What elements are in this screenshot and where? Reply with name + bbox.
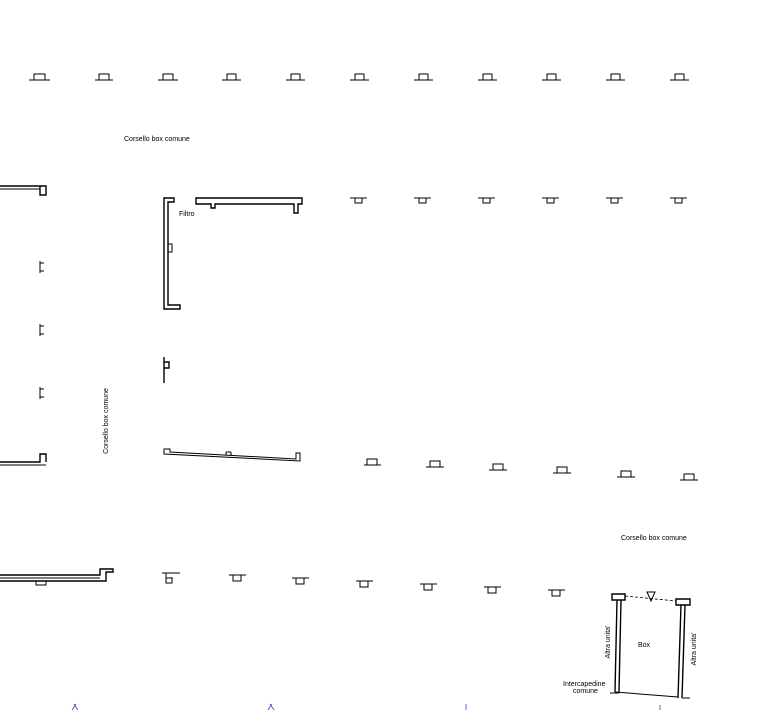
corsello-label-right: Corsello box comune xyxy=(621,535,687,542)
filtro-label: Filtro xyxy=(179,211,195,218)
pillar xyxy=(670,73,689,81)
pillar xyxy=(95,73,113,81)
pillar xyxy=(478,197,495,204)
sloped-wall xyxy=(163,448,301,462)
pillar xyxy=(350,73,369,81)
bottom-edge-marks xyxy=(71,703,661,710)
altra-unita-left-label: Altra unita' xyxy=(605,625,612,659)
pillar xyxy=(426,460,444,468)
intercapedine-label-line1: Intercapedine xyxy=(563,681,606,688)
pillar xyxy=(548,589,565,597)
pillar xyxy=(158,73,178,81)
pillar xyxy=(162,572,180,584)
box-unit xyxy=(610,591,691,699)
pillar xyxy=(229,574,246,582)
pillar xyxy=(350,197,367,204)
corsello-label-top: Corsello box comune xyxy=(124,136,190,143)
pillar xyxy=(484,586,501,594)
pillar-row-bottom xyxy=(162,572,565,597)
pillar xyxy=(670,197,687,204)
pillar xyxy=(420,583,437,591)
pillar xyxy=(606,73,625,81)
pillar xyxy=(356,580,373,588)
pillar-row-third xyxy=(364,458,698,481)
left-room-walls xyxy=(0,185,47,466)
small-wall-stub xyxy=(163,357,170,383)
altra-unita-right-label: Altra unita' xyxy=(691,632,698,666)
intercapedine-label-line2: comune xyxy=(573,688,598,695)
pillar xyxy=(680,473,698,481)
pillar xyxy=(542,197,559,204)
pillar xyxy=(414,73,433,81)
corsello-label-vertical: Corsello box comune xyxy=(103,388,110,454)
bottom-wall xyxy=(0,568,114,586)
box-label: Box xyxy=(638,642,651,649)
pillar xyxy=(478,73,497,81)
pillar xyxy=(489,463,507,471)
pillar xyxy=(29,73,50,81)
pillar xyxy=(414,197,431,204)
pillar xyxy=(364,458,381,466)
pillar xyxy=(617,470,635,478)
pillar xyxy=(292,577,309,585)
pillar xyxy=(553,466,571,474)
pillar xyxy=(542,73,561,81)
pillar-row-second xyxy=(350,197,687,204)
filtro-room-walls xyxy=(163,197,303,310)
pillar xyxy=(286,73,305,81)
pillar-row-top xyxy=(29,73,689,81)
pillar xyxy=(222,73,241,81)
pillar xyxy=(606,197,623,204)
